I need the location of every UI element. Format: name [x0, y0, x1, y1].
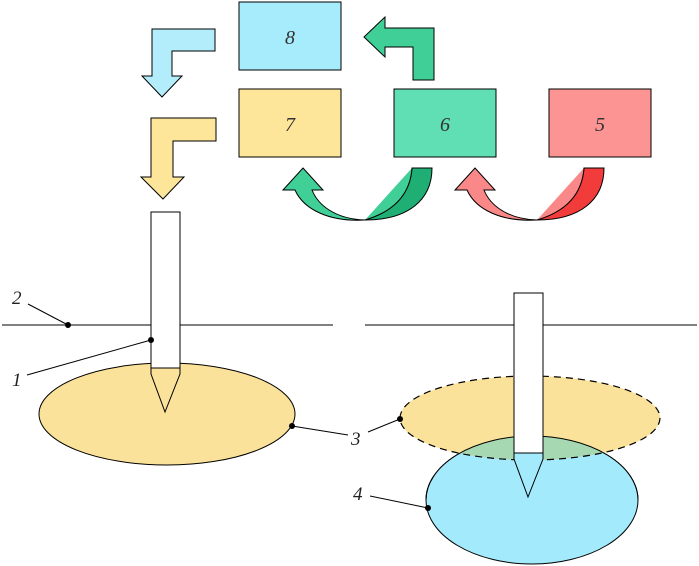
arrow-6-to-8 [363, 15, 435, 81]
label-4: 4 [353, 484, 363, 505]
leader-3b [367, 418, 401, 433]
leader-2 [27, 303, 69, 326]
leader-2-dot [65, 322, 71, 328]
box-8-label: 8 [285, 27, 295, 49]
probe-left [150, 211, 181, 369]
arrow-7-down [139, 117, 217, 200]
curved-arrow-6-to-7 [281, 167, 413, 221]
probe-right [513, 292, 544, 454]
probe-left-tip [150, 367, 181, 414]
box-6-label: 6 [440, 114, 450, 136]
box-5-label: 5 [595, 114, 605, 136]
box-6 [393, 88, 497, 158]
leader-4 [369, 495, 429, 509]
probe-right-tip [513, 452, 544, 499]
box-7 [238, 88, 342, 158]
leader-3a [291, 425, 349, 436]
leader-1-dot [148, 337, 154, 343]
label-3: 3 [350, 429, 361, 450]
label-1: 1 [12, 370, 22, 391]
leader-3b-dot [397, 416, 403, 422]
box-7-label: 7 [285, 114, 296, 136]
arrow-8-down [140, 28, 216, 98]
leader-3a-dot [289, 423, 295, 429]
curved-arrow-5-to-6 [453, 167, 585, 221]
box-5 [548, 88, 652, 158]
leader-1 [26, 339, 152, 376]
box-8 [238, 1, 342, 71]
leader-4-dot [425, 505, 431, 511]
label-2: 2 [12, 288, 22, 309]
